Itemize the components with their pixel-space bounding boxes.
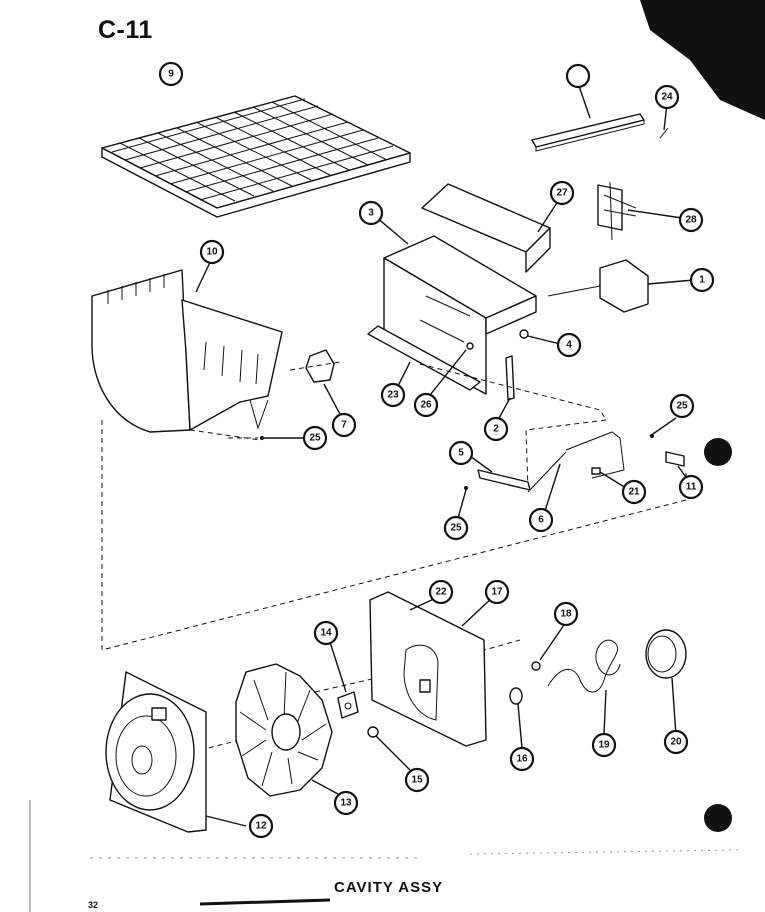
duct-housing-part xyxy=(91,257,283,433)
callout-7: 7 xyxy=(331,412,357,438)
blower-housing-part xyxy=(105,671,247,833)
wire-lever-part xyxy=(527,431,625,515)
screw-part xyxy=(659,103,669,139)
callout-6-lower: 6 xyxy=(528,507,554,533)
lamp-cover-part xyxy=(645,629,687,737)
callout-8 xyxy=(565,63,591,89)
svg-text:18: 18 xyxy=(560,609,572,620)
scan-artifacts xyxy=(29,0,765,912)
bracket-part xyxy=(421,183,561,273)
switch-part xyxy=(597,181,683,241)
page-number: 32 xyxy=(88,900,99,910)
callout-13: 13 xyxy=(333,790,359,816)
svg-text:19: 19 xyxy=(598,740,610,751)
nut-18-part xyxy=(531,621,567,671)
page-code: C-11 xyxy=(98,16,153,44)
svg-text:24: 24 xyxy=(661,92,673,103)
strip-part xyxy=(531,82,645,152)
svg-text:5: 5 xyxy=(458,448,464,459)
callout-20: 20 xyxy=(663,729,689,755)
svg-text:28: 28 xyxy=(685,215,697,226)
callout-19: 19 xyxy=(591,732,617,758)
callout-24: 24 xyxy=(654,84,680,110)
callout-25-left: 25 xyxy=(302,425,328,451)
svg-text:4: 4 xyxy=(566,340,572,351)
heater-wire-part xyxy=(547,639,621,735)
callout-28: 28 xyxy=(678,207,704,233)
callout-5: 5 xyxy=(448,440,474,466)
callout-25-right: 25 xyxy=(669,393,695,419)
shelf-rack-part xyxy=(101,95,411,218)
callout-10: 10 xyxy=(199,239,225,265)
callout-23: 23 xyxy=(380,382,406,408)
actuator-bar-part xyxy=(469,455,531,491)
callout-25-center: 25 xyxy=(443,515,469,541)
motor-part xyxy=(547,259,695,313)
svg-text:2: 2 xyxy=(493,424,499,435)
callout-17: 17 xyxy=(484,579,510,605)
svg-text:6: 6 xyxy=(538,515,544,526)
svg-text:9: 9 xyxy=(168,69,174,80)
callout-15: 15 xyxy=(404,767,430,793)
callout-21: 21 xyxy=(621,479,647,505)
svg-text:25: 25 xyxy=(309,433,321,444)
clip-21-part xyxy=(591,467,627,489)
fan-blade-part xyxy=(235,663,339,797)
svg-text:25: 25 xyxy=(450,523,462,534)
svg-text:11: 11 xyxy=(686,482,697,493)
washer-15-part xyxy=(367,726,411,771)
callout-18: 18 xyxy=(553,601,579,627)
svg-text:22: 22 xyxy=(435,587,447,598)
callout-3: 3 xyxy=(358,200,384,226)
svg-text:16: 16 xyxy=(516,754,528,765)
svg-text:13: 13 xyxy=(340,798,352,809)
svg-text:27: 27 xyxy=(556,188,568,199)
rod-part xyxy=(497,355,515,421)
callout-11: 11 xyxy=(678,474,704,500)
callout-12: 12 xyxy=(248,813,274,839)
svg-text:10: 10 xyxy=(206,247,218,258)
bushing-16-part xyxy=(509,687,523,749)
svg-text:23: 23 xyxy=(387,390,399,401)
callout-2: 2 xyxy=(483,416,509,442)
svg-text:1: 1 xyxy=(699,275,705,286)
callout-26: 26 xyxy=(413,392,439,418)
svg-text:25: 25 xyxy=(676,401,688,412)
callout-22: 22 xyxy=(428,579,454,605)
svg-text:17: 17 xyxy=(491,587,503,598)
screw-25-parts xyxy=(260,417,677,519)
gasket-part xyxy=(329,641,359,719)
svg-text:3: 3 xyxy=(368,208,374,219)
svg-text:20: 20 xyxy=(670,737,682,748)
svg-text:26: 26 xyxy=(420,400,432,411)
svg-text:21: 21 xyxy=(628,487,640,498)
callout-4: 4 xyxy=(556,332,582,358)
washer-part xyxy=(519,329,561,345)
svg-text:15: 15 xyxy=(411,775,423,786)
pin-part xyxy=(425,342,474,401)
callout-16: 16 xyxy=(509,746,535,772)
coupler-part xyxy=(305,349,343,419)
svg-text:7: 7 xyxy=(341,420,347,431)
callout-27: 27 xyxy=(549,180,575,206)
callout-14: 14 xyxy=(313,620,339,646)
plate-part xyxy=(369,591,495,747)
svg-text:14: 14 xyxy=(320,628,332,639)
diagram-caption: CAVITY ASSY xyxy=(334,879,444,896)
svg-text:12: 12 xyxy=(255,821,267,832)
callout-9: 9 xyxy=(158,61,184,87)
callout-1: 1 xyxy=(689,267,715,293)
latch-11-part xyxy=(665,451,689,481)
cavity-box-part xyxy=(375,216,537,395)
